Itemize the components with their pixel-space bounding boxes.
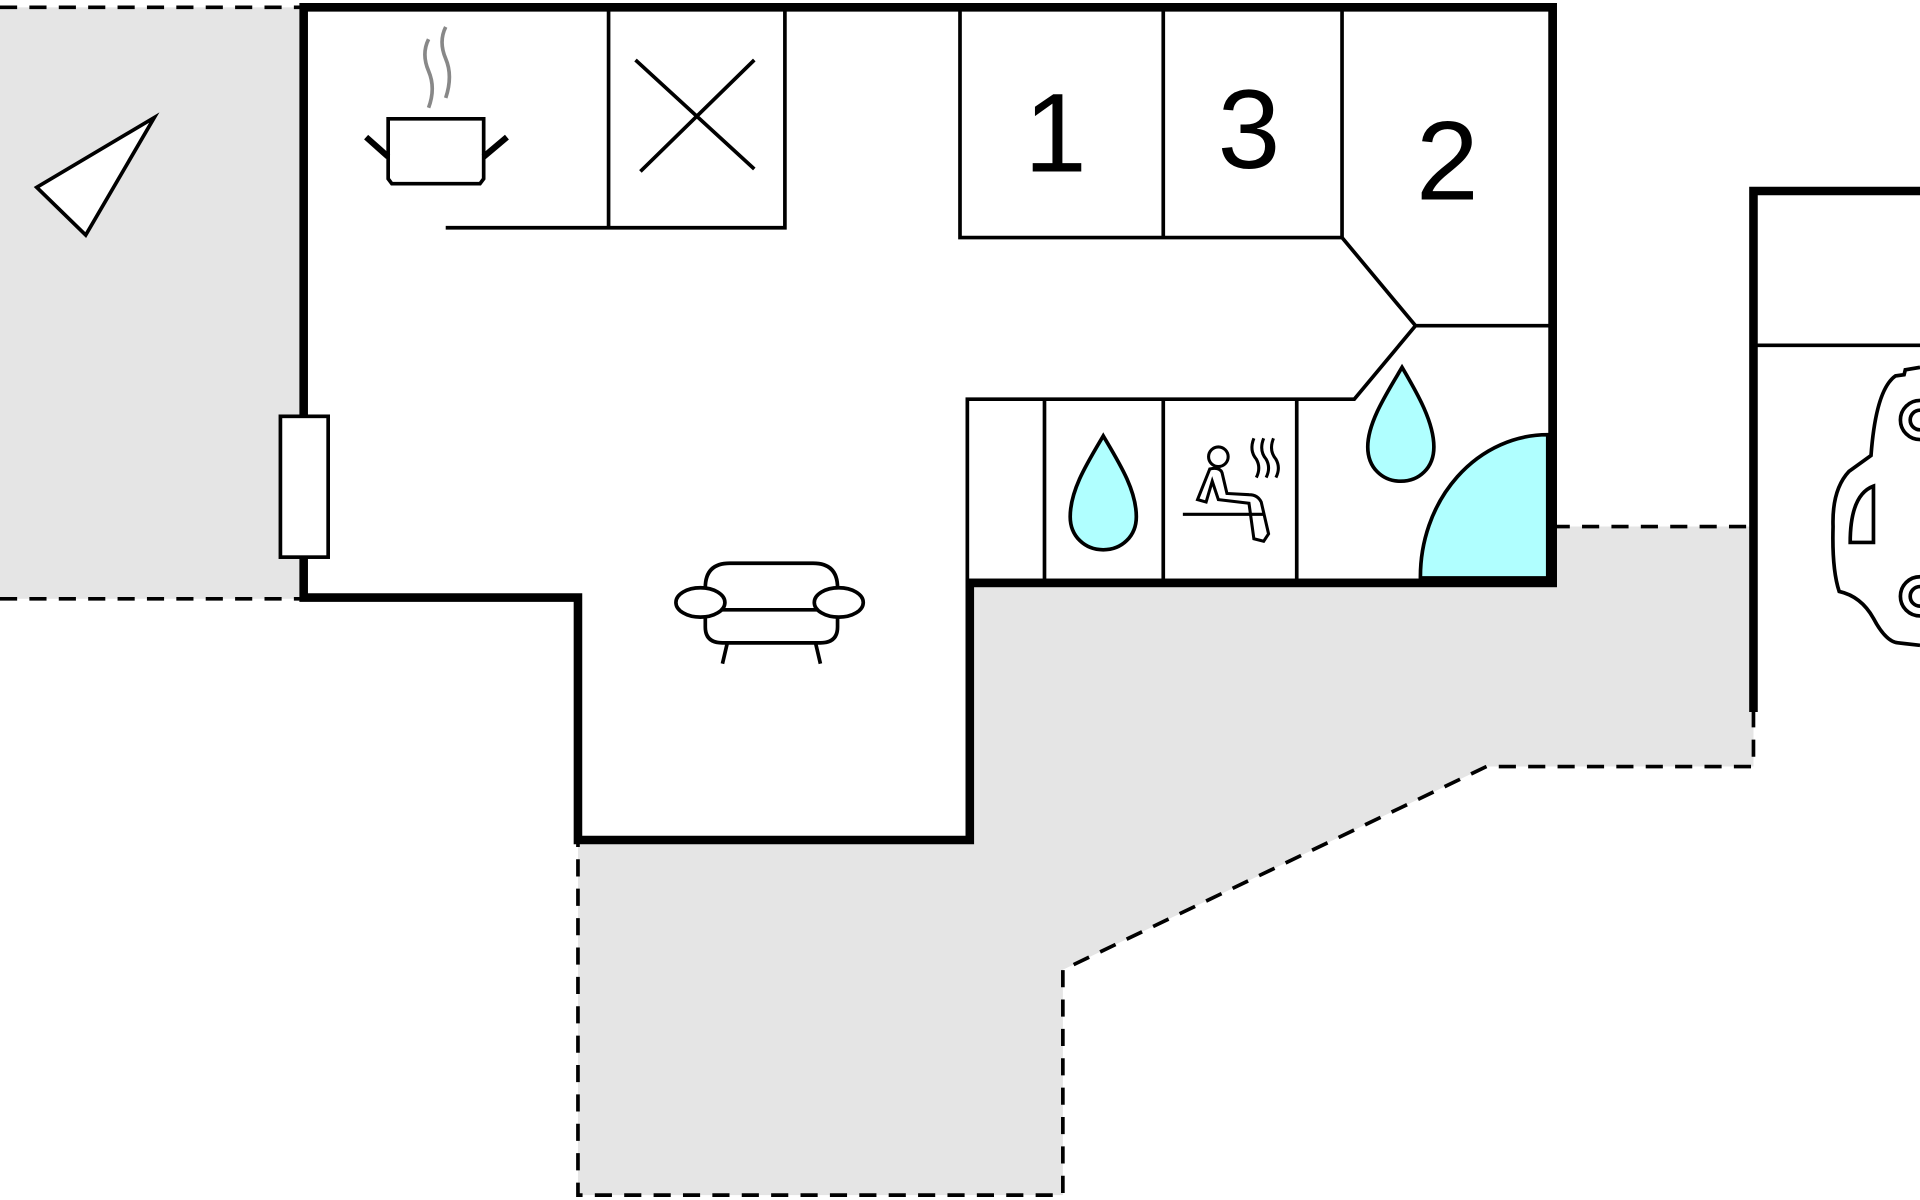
terrace-bottom	[576, 524, 1756, 1197]
outer-wall	[299, 3, 1557, 845]
bedrooms	[958, 7, 1553, 328]
water-drop-icon	[1068, 432, 1139, 552]
shower-drop-icon	[1365, 363, 1436, 484]
hot-tub-icon	[1418, 432, 1550, 580]
bedroom-3-label: 3	[1218, 66, 1281, 192]
bedroom-1-label: 1	[1024, 69, 1087, 195]
north-arrow-icon	[33, 112, 160, 239]
bathroom-block	[965, 324, 1417, 583]
bedroom-2-label: 2	[1416, 98, 1479, 224]
kitchen-counter	[445, 7, 787, 230]
annex-building	[1749, 186, 1920, 713]
window-icon	[278, 414, 330, 559]
cross-icon	[634, 58, 756, 173]
car-icon	[1831, 365, 1920, 648]
outer-wall-bath	[965, 3, 1557, 588]
terrace-left	[0, 5, 302, 601]
sauna-icon	[1182, 437, 1280, 543]
cooking-pot-icon	[364, 26, 509, 186]
sofa-icon	[674, 561, 866, 665]
